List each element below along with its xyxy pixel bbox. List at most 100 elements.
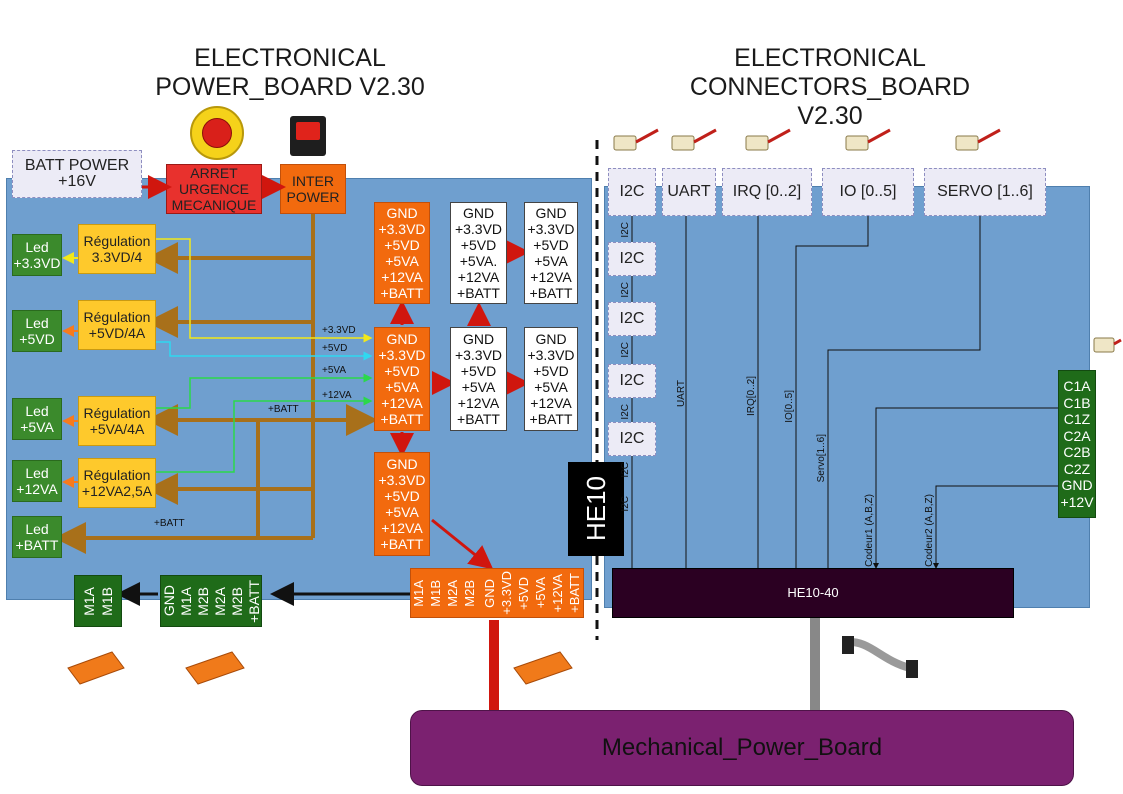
pin: M2B [228,586,245,616]
pin: +BATT [529,285,573,301]
he10-connector: HE10 [568,462,624,556]
pin: +BATT [380,411,424,427]
regulator-label: Régulation [83,309,151,325]
motor-out-connector: M1A M1B [74,575,122,627]
led-value: +12VA [16,481,58,497]
title-line: V2.30 [797,102,863,130]
connector-plug-icon [955,128,1001,151]
pin: +5VA [385,504,419,520]
pin: C2Z [1063,460,1091,477]
rail-label-batt: +BATT [268,404,299,415]
pin: C1B [1063,394,1091,411]
pin: +BATT [567,573,582,613]
arret-line: URGENCE [178,181,249,197]
pin: +5VA [461,379,496,395]
led-value: +5VD [19,331,55,347]
connector-plug-icon [745,128,791,151]
pin: +12VA [457,269,500,285]
pin: C1A [1063,378,1091,394]
wire-label-i2c: I2C [620,462,631,478]
pin: M2B [194,586,211,616]
pin: +12VA [550,573,565,613]
title-line: ELECTRONICAL [194,44,386,72]
title-line: CONNECTORS_BOARD [689,73,971,101]
power-header-center: GND+3.3VD+5VD+5VA+12VA+BATT [374,327,430,431]
pin: +BATT [245,579,262,623]
connector-label: I2C [619,250,645,267]
bottom-power-connector: M1A M1B M2A M2B GND +3.3VD +5VD +5VA +12… [410,568,584,618]
wire-label-uart: UART [676,380,687,408]
pin: GND [1061,477,1093,493]
title-line: ELECTRONICAL [734,44,926,72]
pin: M1A [81,586,97,616]
pin: +3.3VD [527,221,575,237]
wire-label-io: IO[0..5] [784,390,795,423]
batt-power-label: BATT POWER [24,157,130,174]
pin: M1A [411,579,426,607]
pin: GND [482,578,497,608]
pin: +5VD [384,237,420,253]
connector-plug-icon [845,128,891,151]
regulator-value: 3.3VD/4 [91,249,143,265]
pin: M2A [211,586,228,616]
he10-label: HE10 [581,476,611,542]
regulator-value: +5VD/4A [88,325,146,341]
pin: +BATT [380,536,424,552]
pin: M1B [99,586,115,616]
encoder-connector: C1A C1B C1Z C2A C2B C2Z GND +12V [1058,370,1096,518]
led-12va: Led+12VA [12,460,62,502]
led-value: +5VA [20,419,54,435]
connector-i2c-5: I2C [608,422,656,456]
pin: +12VA [530,269,572,285]
motor-mid-connector: GND M1A M2B M2A M2B +BATT [160,575,262,627]
connector-label: IO [0..5] [839,183,897,200]
pin: +BATT [457,411,500,427]
pin: +12VA [381,395,423,411]
pin: +3.3VD [378,472,426,488]
regulator-label: Régulation [83,233,151,249]
connector-i2c: I2C [608,168,656,216]
wire-label-servo: Servo[1..6] [816,434,827,483]
power-switch-icon [290,116,326,156]
inter-line: INTER [292,173,334,189]
pin: M1A [177,586,194,616]
connector-io: IO [0..5] [822,168,914,216]
arret-line: ARRET [190,165,238,181]
ribbon-cable-icon [842,636,918,678]
pin: GND [462,331,495,347]
wire-label-codeur2: Codeur2 (A,B,Z) [924,494,935,567]
connector-label: I2C [619,430,645,447]
pin: +12VA [530,395,572,411]
led-label: Led [25,315,49,331]
rail-label-12va: +12VA [322,390,352,401]
regulator-value: +5VA/4A [89,421,145,437]
pin: +5VA. [459,253,498,269]
inter-power-box: INTER POWER [280,164,346,214]
pin: GND [462,205,495,221]
pin: +BATT [529,411,573,427]
emergency-stop-icon [190,106,244,160]
pin: +12VA [381,520,423,536]
pin: +5VA [385,379,419,395]
connector-servo: SERVO [1..6] [924,168,1046,216]
rail-label-5vd: +5VD [322,343,348,354]
connector-label: I2C [619,372,645,389]
regulator-12va: Régulation+12VA2,5A [78,458,156,508]
led-batt: Led+BATT [12,516,62,558]
connector-plug-icon [613,128,659,151]
pin: +12VA [457,395,500,411]
pin: +5VD [460,237,497,253]
led-label: Led [25,403,49,419]
regulator-label: Régulation [83,467,151,483]
batt-power-voltage: +16V [58,173,96,190]
pin: M2A [445,579,460,607]
pin: +5VA [534,253,568,269]
pin: +3.3VD [499,571,514,615]
led-value: +BATT [15,537,59,553]
rail-label-5va: +5VA [322,365,346,376]
pin: GND [386,456,418,472]
arret-urgence-box: ARRET URGENCE MECANIQUE [166,164,262,214]
connector-i2c-4: I2C [608,364,656,398]
connector-label: I2C [619,183,645,200]
